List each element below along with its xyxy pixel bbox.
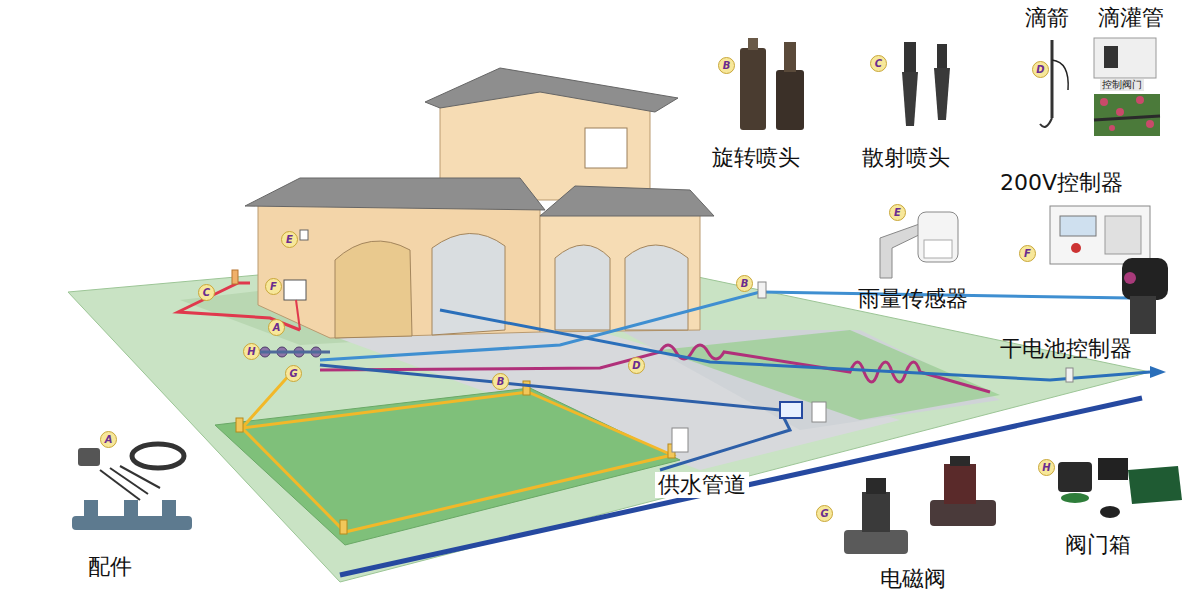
callout-letter: F [265, 278, 282, 295]
part-name: 200V控制器 [1000, 170, 1123, 196]
part-name: 滴灌管 [1098, 5, 1164, 31]
callout-letter: D [1032, 61, 1049, 78]
callout-letter: B [736, 275, 753, 292]
callout-letter: E [281, 231, 298, 248]
part-name: 配件 [88, 554, 132, 580]
part-name: 电磁阀 [880, 566, 946, 592]
part-name: 干电池控制器 [1000, 336, 1132, 362]
part-name: 阀门箱 [1065, 532, 1131, 558]
callout-letter: H [1038, 459, 1055, 476]
callout-letter: G [816, 505, 833, 522]
part-name: 控制阀门 [1100, 79, 1144, 91]
part-name: 供水管道 [655, 472, 749, 498]
callout-letter: A [100, 431, 117, 448]
callout-letter: C [870, 55, 887, 72]
part-name: 滴箭 [1025, 5, 1069, 31]
part-name: 旋转喷头 [712, 145, 800, 171]
callout-letter: H [243, 343, 260, 360]
callout-letter: A [268, 319, 285, 336]
part-name: 雨量传感器 [858, 286, 968, 312]
callout-letter: B [492, 373, 509, 390]
callout-letter: G [285, 365, 302, 382]
callout-letter: E [889, 204, 906, 221]
part-name: 散射喷头 [862, 145, 950, 171]
callout-letter: F [1019, 245, 1036, 262]
callout-letter: C [198, 284, 215, 301]
callout-letter: D [628, 357, 645, 374]
callout-letter: B [718, 57, 735, 74]
